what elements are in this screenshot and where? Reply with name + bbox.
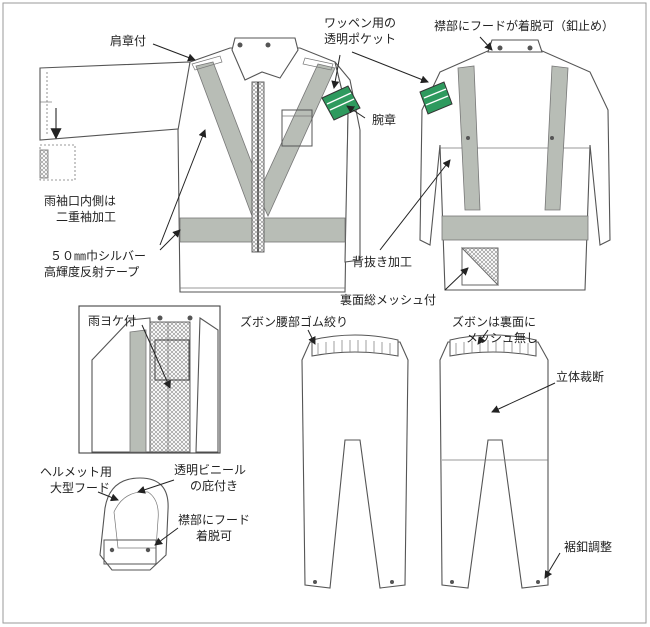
pants-back [439,334,549,589]
label-double-cuff-2: 二重袖加工 [56,209,116,224]
label-mesh-lining: 裏面総メッシュ付 [340,292,436,307]
label-armband: 腕章 [372,112,396,127]
label-epaulette: 肩章付 [110,33,146,48]
armband-back [419,81,453,115]
label-clear-visor-1: 透明ビニール [174,463,246,477]
label-reflective-tape-2: 高輝度反射テープ [44,264,139,279]
label-helmet-hood-1: ヘルメット用 [40,465,112,479]
label-hood-detach-collar: 襟部にフードが着脱可（釦止め） [434,18,614,33]
storm-flap-detail [78,305,221,454]
label-pants-waist: ズボン腰部ゴム絞り [240,314,348,329]
helmet-hood [99,477,169,571]
label-clear-visor-2: の庇付き [190,478,238,493]
leader-lines [97,36,561,579]
label-double-cuff-1: 雨袖口内側は [44,193,116,208]
label-pants-no-mesh-1: ズボンは裏面に [452,314,536,329]
pants-front [301,334,409,589]
label-reflective-tape-1: ５０㎜巾シルバー [50,249,146,263]
front-jacket [39,37,361,293]
back-jacket [419,39,611,291]
label-hood-collar-2: 着脱可 [196,528,232,543]
labels: 肩章付 ワッペン用の 透明ポケット 襟部にフードが着脱可（釦止め） 腕章 雨袖口… [40,16,614,554]
label-three-d-cut: 立体裁断 [556,369,604,384]
label-patch-pocket-2: 透明ポケット [324,32,396,46]
label-back-vent: 背抜き加工 [352,255,412,269]
label-helmet-hood-2: 大型フード [50,481,110,495]
label-storm-flap: 雨ヨケ付 [88,314,136,328]
label-patch-pocket-1: ワッペン用の [324,16,396,30]
label-pants-no-mesh-2: メッシュ無し [466,330,538,345]
label-hem-button: 裾釦調整 [564,539,612,554]
label-hood-collar-1: 襟部にフード [178,512,250,527]
